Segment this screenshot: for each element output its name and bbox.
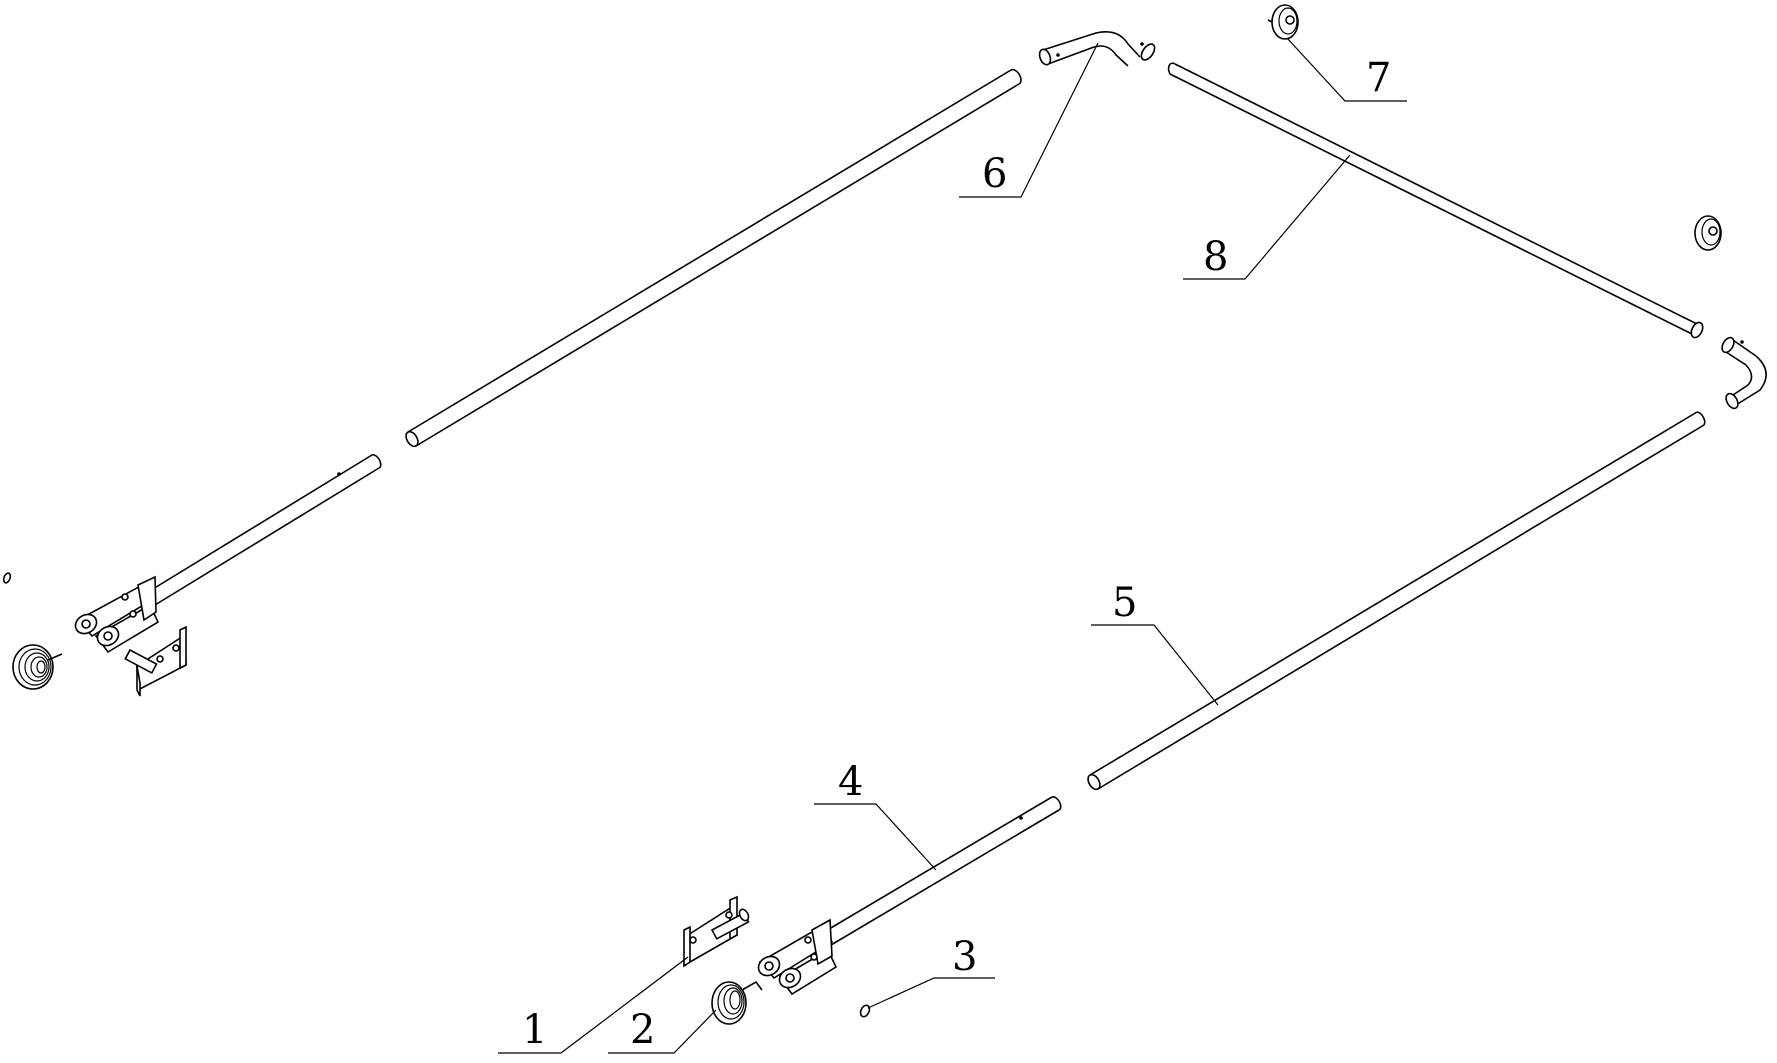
upper-left-tube: [405, 68, 1022, 448]
left-rod: [147, 454, 382, 606]
callout-2: 2: [630, 1007, 655, 1053]
part-4-rod: [823, 796, 1062, 946]
callout-4: 4: [838, 759, 863, 805]
part-7-bushing: [1267, 4, 1299, 40]
leader-lines: [498, 37, 1407, 1054]
left-torsion-spring: [12, 644, 63, 690]
part-8-tube: [1167, 62, 1704, 339]
callout-8: 8: [1203, 234, 1228, 280]
part-3-pin: [859, 1004, 871, 1018]
part-6-elbow: [1038, 31, 1156, 67]
right-bushing: [1694, 215, 1722, 251]
part-5-tube: [1087, 411, 1706, 791]
callout-labels: 1 2 3 4 5 6 7 8: [522, 55, 1391, 1053]
left-mounting-plate: [124, 625, 187, 697]
left-small-pin: [2, 572, 12, 584]
part-2-torsion-spring: [711, 980, 763, 1025]
part-1-mounting-plate: [683, 895, 750, 968]
lower-clevis-bracket: [757, 918, 838, 996]
callout-5: 5: [1112, 580, 1137, 626]
callout-7: 7: [1366, 55, 1391, 101]
callout-6: 6: [982, 151, 1007, 197]
callout-3: 3: [952, 934, 977, 980]
callout-1: 1: [522, 1007, 547, 1053]
right-elbow: [1721, 336, 1767, 410]
left-clevis-bracket: [74, 575, 160, 654]
